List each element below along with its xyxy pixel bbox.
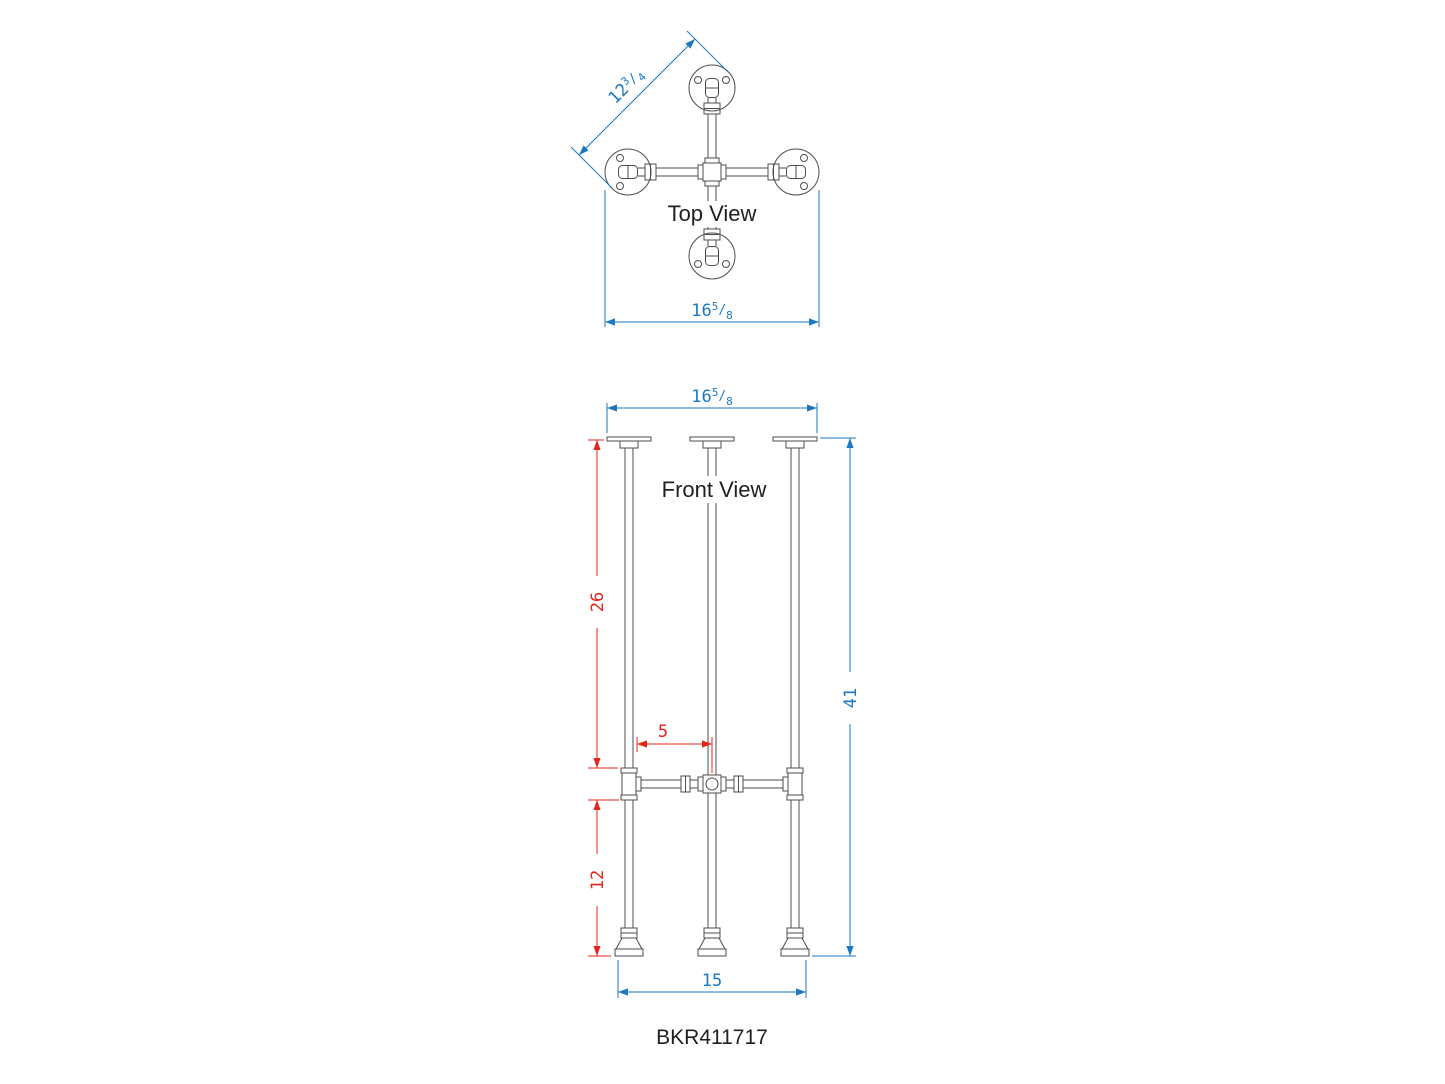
dim-leg-upper-text: 26 xyxy=(588,592,608,612)
top-view: 123/4 165/8 Top View xyxy=(570,30,820,327)
front-view-label-backing xyxy=(646,476,786,503)
dim-overall-height-text: 41 xyxy=(841,688,861,708)
front-view-crossbar-unions xyxy=(680,775,744,793)
front-view-tee-right xyxy=(782,767,804,801)
top-view-flange-bottom xyxy=(688,232,736,280)
front-view-cross-fitting xyxy=(697,774,727,794)
front-view-tee-left xyxy=(620,767,642,801)
dim-leg-upper: 26 xyxy=(588,439,618,769)
front-view-foot-left xyxy=(614,927,644,957)
part-number-label: BKR411717 xyxy=(656,1026,768,1049)
front-view: 165/8 26 12 41 xyxy=(588,386,861,998)
top-view-flange-right xyxy=(772,148,820,196)
front-view-label: Front View xyxy=(662,477,767,502)
dim-crossbar-offset: 5 xyxy=(636,722,713,773)
front-view-pipes xyxy=(624,448,800,928)
dim-base-width: 15 xyxy=(617,960,807,998)
dim-diagonal-text: 123/4 xyxy=(604,64,649,109)
dim-top-view-width: 165/8 xyxy=(604,190,820,327)
dim-leg-lower: 12 xyxy=(588,799,619,957)
top-view-label-backing xyxy=(650,201,776,227)
dim-top-width-text: 165/8 xyxy=(691,300,733,322)
dim-crossbar-offset-text: 5 xyxy=(658,722,668,742)
top-view-cross-fitting xyxy=(697,157,727,187)
top-view-label: Top View xyxy=(668,201,757,226)
top-view-flange-left xyxy=(604,148,652,196)
front-view-top-flanges xyxy=(606,436,818,449)
dim-leg-lower-text: 12 xyxy=(588,870,608,890)
front-view-foot-right xyxy=(780,927,810,957)
top-view-flange-top xyxy=(688,64,736,112)
front-view-foot-center xyxy=(697,927,727,957)
dim-base-width-text: 15 xyxy=(702,971,722,991)
dim-front-top-width-text: 165/8 xyxy=(691,386,733,408)
dim-overall-height: 41 xyxy=(812,437,861,957)
dim-front-top-width: 165/8 xyxy=(606,386,818,433)
